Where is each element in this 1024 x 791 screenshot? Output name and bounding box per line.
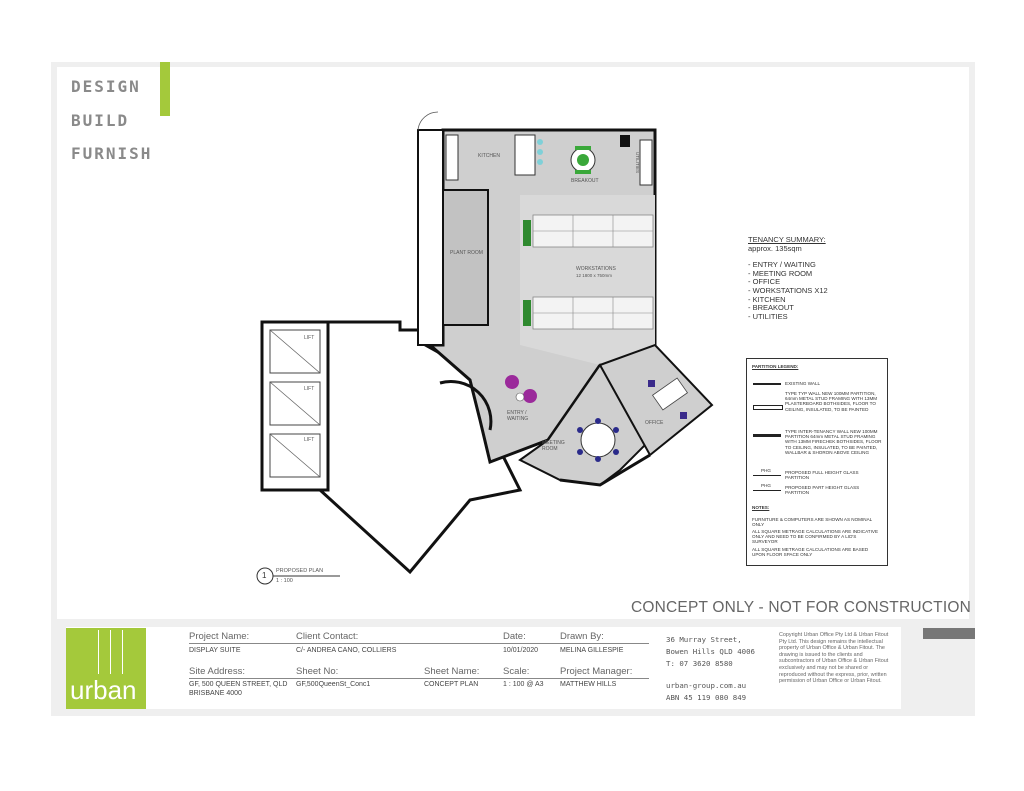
plant-room	[442, 189, 489, 326]
room-label-workstations: WORKSTATIONS	[576, 266, 616, 272]
website: urban-group.com.au	[666, 681, 747, 690]
fridge	[620, 135, 630, 147]
site-address-label: Site Address:	[189, 666, 245, 677]
legend-note-3: ALL SQUARE METRAGE CALCULATIONS ARE BASE…	[752, 547, 869, 558]
project-manager: MATTHEW HILLS	[560, 681, 617, 688]
kitchen-bench	[445, 134, 459, 181]
logo-line	[110, 630, 111, 674]
legend-existing-wall-symbol	[753, 383, 781, 385]
room-label-meeting: MEETING ROOM	[542, 440, 565, 452]
address-line-1: 36 Murray Street,	[666, 635, 742, 644]
tenancy-item: - ENTRY / WAITING	[748, 260, 816, 270]
legend-inter-wall-symbol	[753, 434, 781, 437]
scale-label: Scale:	[503, 666, 530, 677]
plan-scale: 1 : 100	[276, 578, 293, 584]
drawn-by: MELINA GILLESPIE	[560, 647, 624, 654]
title-rule	[189, 643, 649, 644]
brand-accent-bar	[160, 62, 170, 116]
workstation-row-1	[523, 214, 654, 248]
tenancy-item: - MEETING ROOM	[748, 268, 813, 278]
meeting-table	[580, 422, 616, 458]
project-name-label: Project Name:	[189, 631, 250, 642]
site-address-1: GF, 500 QUEEN STREET, QLD	[189, 681, 288, 688]
logo-text: urban	[70, 675, 137, 705]
legend-ph-symbol	[753, 490, 781, 491]
logo-line	[122, 630, 123, 674]
legend-phg-symbol	[753, 475, 781, 476]
legend-ph: PROPOSED PART HEIGHT GLASS PARTITION	[785, 485, 860, 496]
workstation-row-2	[523, 296, 654, 330]
tenancy-item: - UTILITIES	[748, 311, 788, 321]
legend-inter: TYPE INTER-TENANCY WALL NEW 100MM PARTIT…	[785, 429, 882, 455]
waiting-chair	[505, 375, 519, 389]
legend-title: PARTITION LEGEND:	[752, 364, 799, 369]
legend-note-1: FURNITURE & COMPUTERS ARE SHOWN AS NOMIN…	[752, 517, 873, 528]
tenancy-summary: TENANCY SUMMARY: approx. 135sqm - ENTRY …	[748, 235, 828, 321]
scale: 1 : 100 @ A3	[503, 681, 544, 688]
legend-note-2: ALL SQUARE METRAGE CALCULATIONS ARE INDI…	[752, 529, 879, 545]
room-label-kitchen: KITCHEN	[478, 153, 500, 159]
brand-design: DESIGN	[71, 77, 141, 96]
lift-block	[260, 320, 330, 492]
logo-line	[98, 630, 99, 674]
legend-ph-tag: PHG	[761, 483, 771, 488]
plan-number: 1	[262, 571, 267, 580]
legend-phg: PROPOSED FULL HEIGHT GLASS PARTITION	[785, 470, 859, 481]
room-label-utilities: UTILITIES	[635, 151, 641, 174]
tenancy-title: TENANCY SUMMARY:	[748, 235, 826, 244]
kitchen-island	[514, 134, 536, 176]
lift-label-1: LIFT	[304, 335, 315, 341]
lift-label-2: LIFT	[304, 386, 315, 392]
room-label-breakout: BREAKOUT	[571, 178, 599, 184]
drawn-by-label: Drawn By:	[560, 631, 604, 642]
legend-phg-tag: PHG	[761, 468, 771, 473]
title-block	[66, 627, 901, 709]
tenancy-item: - KITCHEN	[748, 294, 786, 304]
sheet-name: CONCEPT PLAN	[424, 681, 479, 688]
sheet-name-label: Sheet Name:	[424, 666, 480, 677]
title-rule	[189, 678, 649, 679]
legend-notes-title: NOTES:	[752, 505, 770, 510]
urban-logo	[66, 628, 146, 709]
waiting-chair	[523, 389, 537, 403]
grey-tab	[923, 628, 975, 639]
client-contact-label: Client Contact:	[296, 631, 359, 642]
abn: ABN 45 119 080 849	[666, 693, 747, 702]
legend-typ: TYPE TYP WALL NEW 100MM PARTITION, 64mm …	[785, 391, 878, 412]
room-label-plant-room: PLANT ROOM	[450, 250, 483, 256]
date-label: Date:	[503, 631, 526, 642]
project-name: DISPLAY SUITE	[189, 647, 241, 654]
room-label-office: OFFICE	[645, 420, 664, 426]
service-shaft	[417, 129, 444, 346]
tenancy-item: - WORKSTATIONS X12	[748, 285, 828, 295]
sheet-no: GF,500QueenSt_Conc1	[296, 681, 371, 688]
room-label-entry: ENTRY / WAITING	[507, 410, 529, 422]
brand-build: BUILD	[71, 111, 130, 130]
project-manager-label: Project Manager:	[560, 666, 633, 677]
concept-notice: CONCEPT ONLY - NOT FOR CONSTRUCTION	[631, 599, 971, 616]
phone: T: 07 3620 8580	[666, 659, 733, 668]
address-line-2: Bowen Hills QLD 4006	[666, 647, 755, 656]
plan-title: PROPOSED PLAN	[276, 568, 324, 574]
tenancy-item: - OFFICE	[748, 277, 781, 287]
lift-label-3: LIFT	[304, 437, 315, 443]
tenancy-item: - BREAKOUT	[748, 303, 794, 313]
room-label-workstations-size: 12 1800 x 750mm	[576, 273, 613, 278]
partition-legend: PARTITION LEGEND: EXISTING WALL TYPE TYP…	[746, 358, 888, 566]
date: 10/01/2020	[503, 647, 539, 654]
brand-furnish: FURNISH	[71, 144, 153, 163]
legend-existing: EXISTING WALL	[785, 381, 821, 386]
site-address-2: BRISBANE 4000	[189, 690, 242, 697]
legend-typ-wall-symbol	[753, 405, 783, 410]
sheet-no-label: Sheet No:	[296, 666, 339, 677]
tenancy-area: approx. 135sqm	[748, 243, 802, 253]
client-contact: C/- ANDREA CANO, COLLIERS	[296, 647, 397, 654]
copyright-notice: Copyright Urban Office Pty Ltd & Urban F…	[779, 632, 889, 685]
